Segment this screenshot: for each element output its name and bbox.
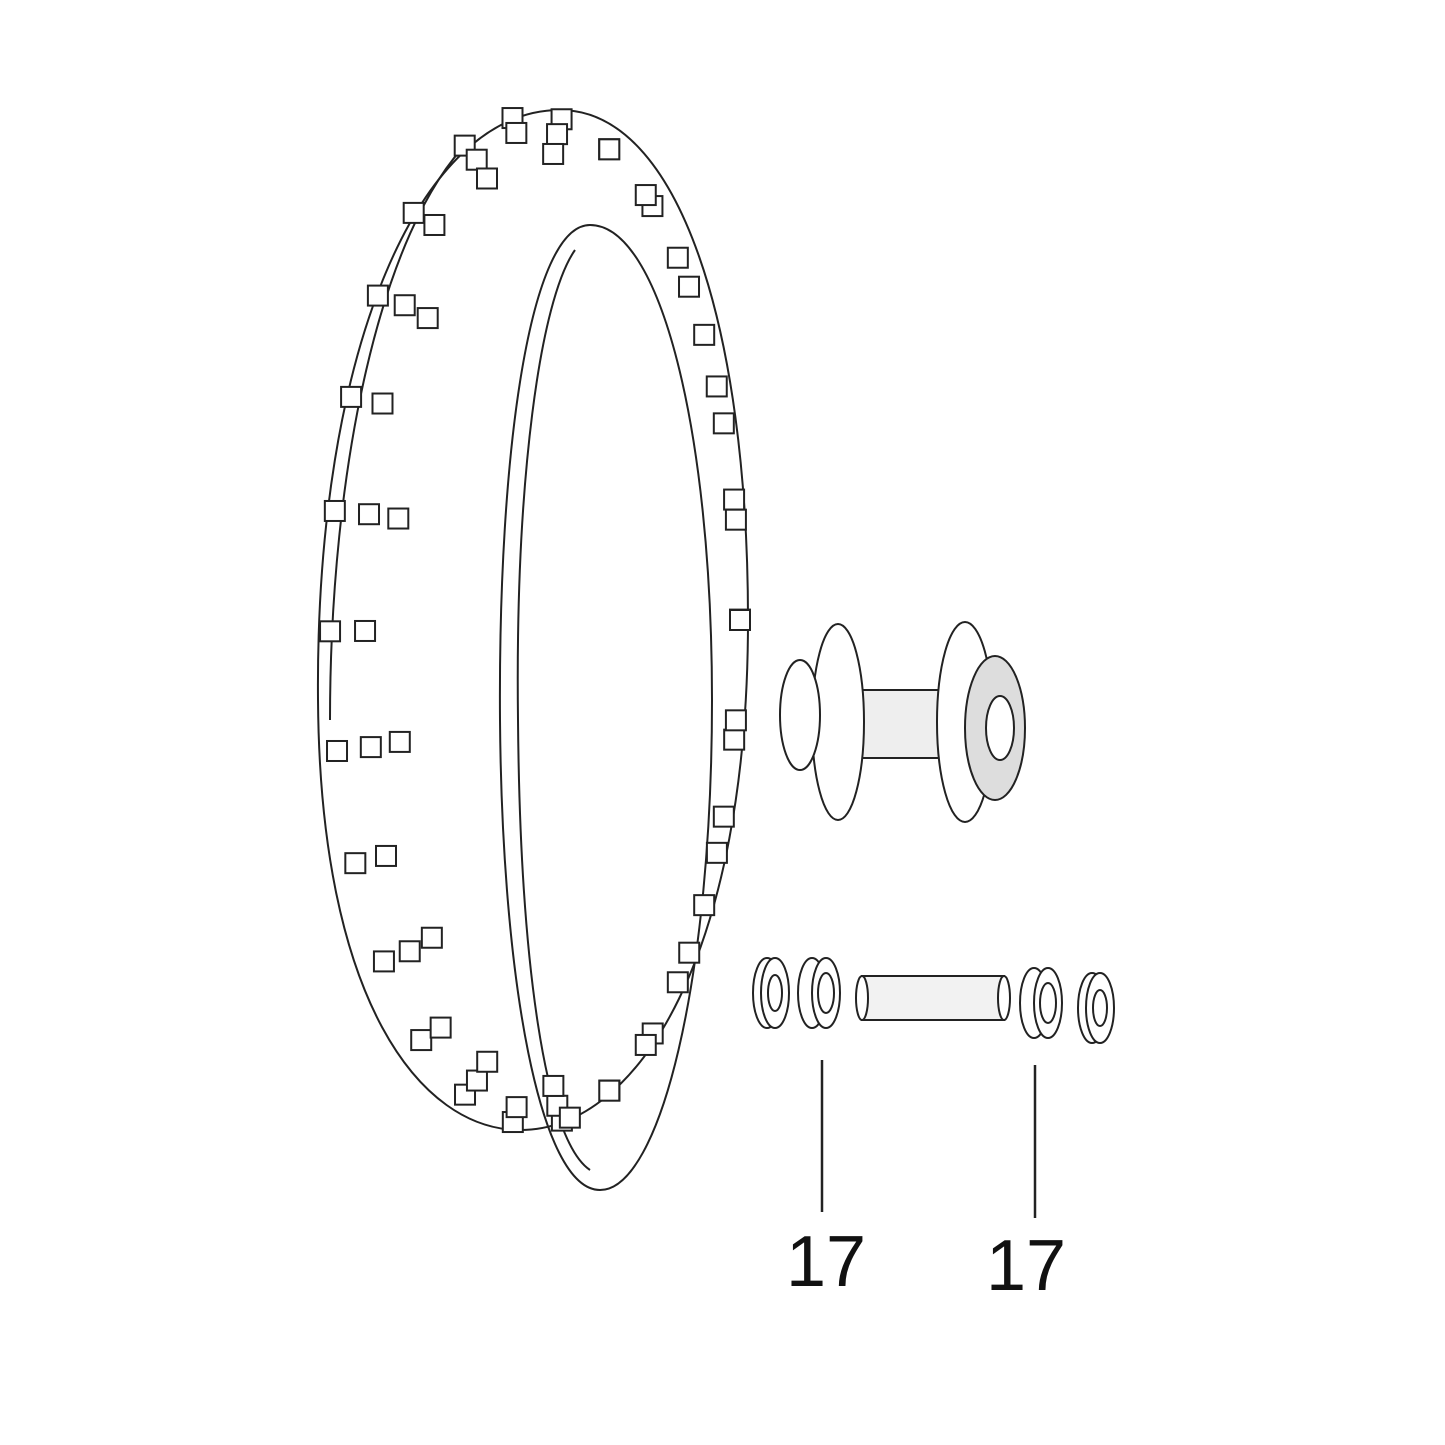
tread-knob xyxy=(344,852,367,875)
tread-knob xyxy=(505,121,528,144)
tread-knob xyxy=(712,805,735,828)
tire xyxy=(316,107,751,1192)
tread-knob xyxy=(388,730,411,753)
tread-knob xyxy=(358,503,381,526)
tread-knob xyxy=(359,736,382,759)
tread-knob xyxy=(398,940,421,963)
seal-right xyxy=(1077,972,1115,1044)
tread-knob xyxy=(319,620,342,643)
tread-knob xyxy=(393,294,416,317)
tread-knob xyxy=(678,275,701,298)
tread-knob xyxy=(410,1029,433,1052)
tread-knob xyxy=(542,1074,565,1097)
tread-knob xyxy=(666,246,689,269)
tread-knob xyxy=(705,841,728,864)
tread-knob xyxy=(705,375,728,398)
tire-tread-line xyxy=(329,139,471,721)
wheel-hub xyxy=(779,621,1026,823)
bearing-right xyxy=(1019,967,1063,1039)
tread-knob xyxy=(354,619,377,642)
tread-knob xyxy=(465,1069,488,1092)
tread-knob xyxy=(423,213,446,236)
tread-knob xyxy=(323,499,346,522)
tread-knob xyxy=(546,123,569,146)
tread-knob xyxy=(598,138,621,161)
tread-knob xyxy=(678,941,701,964)
tread-knob xyxy=(371,392,394,415)
tread-knob xyxy=(366,284,389,307)
tread-knob xyxy=(693,323,716,346)
axle-spacer xyxy=(855,975,1011,1021)
tread-knob xyxy=(402,201,425,224)
tread-knob xyxy=(598,1079,621,1102)
tread-knob xyxy=(340,385,363,408)
tread-knob xyxy=(475,167,498,190)
callout-number-left: 17 xyxy=(786,1222,867,1302)
tread-knob xyxy=(420,926,443,949)
tread-knob xyxy=(558,1106,581,1129)
bearing-left xyxy=(797,957,841,1029)
tread-knob xyxy=(465,148,488,171)
callout-number-right: 17 xyxy=(986,1226,1067,1306)
tread-knob xyxy=(372,950,395,973)
tread-knob xyxy=(723,728,746,751)
tread-knob xyxy=(387,507,410,530)
tread-knob xyxy=(634,184,657,207)
axle-parts xyxy=(752,957,1115,1044)
tire-bead-line xyxy=(516,249,591,1171)
seal-left xyxy=(752,957,790,1029)
tire-inner-rim xyxy=(498,223,714,1192)
tread-knob xyxy=(693,894,716,917)
tread-knob xyxy=(476,1050,499,1073)
tread-knob xyxy=(724,508,747,531)
tread-knob xyxy=(634,1033,657,1056)
tread-knob xyxy=(375,844,398,867)
hub-disc-mount-left xyxy=(779,659,821,771)
tread-knob xyxy=(723,488,746,511)
tread-knob xyxy=(505,1096,528,1119)
tread-knob xyxy=(712,412,735,435)
tread-knob xyxy=(729,609,751,631)
tire-knobs xyxy=(319,107,751,1134)
hub-bore xyxy=(985,695,1015,761)
tread-knob xyxy=(416,307,439,330)
tread-knob xyxy=(326,739,349,762)
tread-knob xyxy=(429,1016,452,1039)
tread-knob xyxy=(542,142,565,165)
tread-knob xyxy=(724,709,747,732)
tread-knob xyxy=(666,971,689,994)
